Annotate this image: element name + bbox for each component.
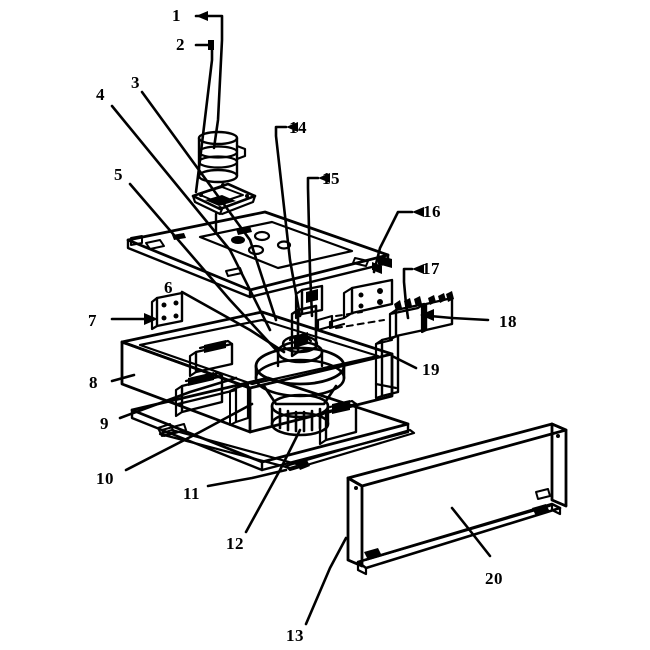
leader-9: [118, 376, 238, 420]
callout-11[interactable]: 11: [183, 484, 201, 503]
callout-2[interactable]: 2: [176, 35, 185, 54]
callout-8[interactable]: 8: [89, 373, 98, 392]
leader-15-arrow: [318, 173, 330, 183]
part-bracket-16: [328, 262, 394, 330]
part-gasket-plate: [191, 182, 257, 234]
leader-10: [124, 402, 254, 472]
callout-5[interactable]: 5: [114, 165, 123, 184]
callout-17[interactable]: 17: [422, 259, 440, 278]
callout-16[interactable]: 16: [423, 202, 441, 221]
part-right-component: [318, 334, 400, 446]
callout-13[interactable]: 13: [286, 626, 304, 645]
part-electrical-components: [161, 339, 250, 437]
leader-16-arrow: [412, 207, 424, 217]
callout-15[interactable]: 15: [322, 169, 340, 188]
part-bracket-small-7: [150, 291, 184, 331]
callout-7[interactable]: 7: [88, 311, 97, 330]
leader-1: [194, 14, 224, 150]
leader-13: [304, 536, 348, 626]
callout-10[interactable]: 10: [96, 469, 114, 488]
leader-15: [306, 176, 320, 318]
callout-9[interactable]: 9: [100, 414, 109, 433]
callout-14[interactable]: 14: [289, 118, 307, 137]
leader-19: [390, 354, 418, 370]
callout-18[interactable]: 18: [499, 312, 517, 331]
part-cylinder-capacitor: [197, 130, 247, 184]
leader-6: [180, 290, 286, 354]
leader-12: [244, 428, 302, 534]
leader-17-arrow: [412, 264, 424, 274]
part-center-supports: [290, 284, 334, 358]
leader-5: [128, 182, 280, 354]
part-top-panel: [126, 210, 392, 299]
callout-6[interactable]: 6: [164, 278, 173, 297]
leader-lines: [110, 11, 492, 626]
leader-16: [372, 210, 414, 274]
part-terminal-blocks: [335, 291, 454, 342]
callout-20[interactable]: 20: [485, 569, 503, 588]
leader-14-arrow: [286, 122, 298, 132]
callout-1[interactable]: 1: [172, 6, 181, 25]
callout-4[interactable]: 4: [96, 85, 105, 104]
callout-19[interactable]: 19: [422, 360, 440, 379]
callout-3[interactable]: 3: [131, 73, 140, 92]
callout-12[interactable]: 12: [226, 534, 244, 553]
part-front-access-frame: [346, 422, 568, 576]
leader-1-arrow: [196, 11, 208, 21]
leader-11: [206, 468, 288, 488]
leader-2-arrow: [208, 40, 214, 50]
